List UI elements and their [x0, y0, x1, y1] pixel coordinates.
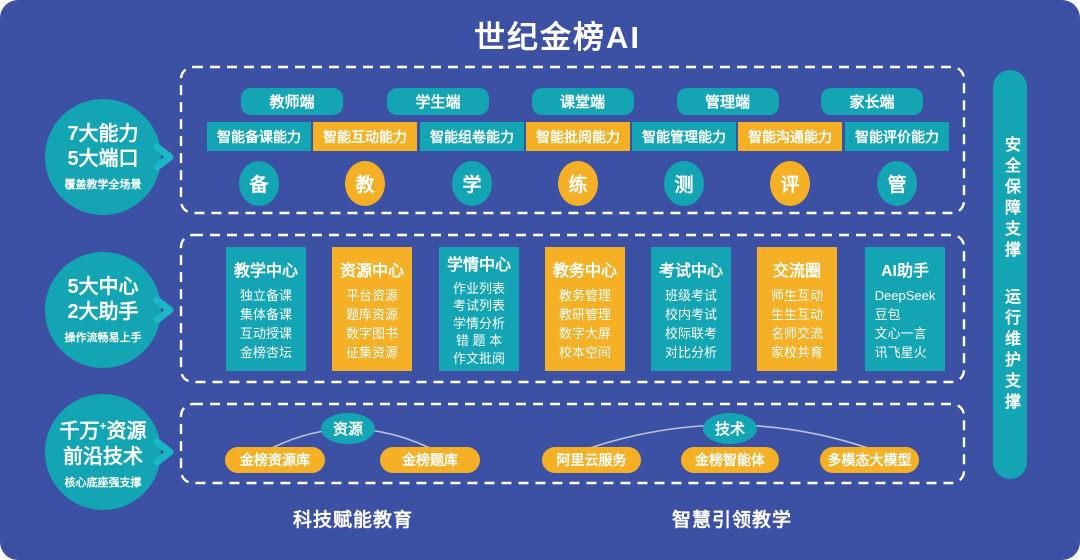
center-column-academic-affairs: 教务中心 教务管理 教研管理 数字大屏 校本空间 [545, 247, 625, 371]
column-title: 交流圈 [772, 262, 821, 280]
stage-circle-prepare: 备 [239, 161, 279, 206]
center-column-resource: 资源中心 平台资源 题库资源 数字图书 征集资源 [332, 247, 412, 371]
capability-box: 智能沟通能力 [738, 122, 842, 151]
badge-line2: 5大端口 [67, 148, 139, 170]
badge-line1: 千万+资源 [59, 419, 147, 443]
capability-box: 智能组卷能力 [420, 122, 524, 151]
foundation-node-resources: 资源 [321, 413, 375, 444]
foundation-node-technology: 技术 [703, 413, 757, 444]
column-title: 教务中心 [552, 262, 617, 280]
port-pill-classroom: 课堂端 [531, 88, 634, 115]
chevron-right-icon [153, 143, 174, 171]
column-items: 教务管理 教研管理 数字大屏 校本空间 [558, 287, 611, 360]
support-label-security: 安全保障支撑 [1002, 135, 1019, 262]
column-items: 班级考试 校内考试 校际联考 对比分析 [664, 287, 717, 360]
foundation-pill-resource-library: 金榜资源库 [225, 447, 325, 473]
capability-box: 智能备课能力 [207, 122, 311, 151]
foundation-pill-agent: 金榜智能体 [681, 447, 779, 473]
badge-5-centers: 5大中心 2大助手 操作流畅易上手 [45, 252, 161, 368]
stage-circle-learn: 学 [452, 161, 492, 206]
chevron-right-icon [153, 296, 174, 324]
capability-box: 智能管理能力 [632, 122, 736, 151]
stage-circle-test: 测 [664, 161, 704, 206]
badge-line2: 前沿技术 [63, 445, 143, 468]
center-column-ai-assistant: AI助手 DeepSeek 豆包 文心一言 讯飞星火 [865, 247, 945, 371]
column-items: 平台资源 题库资源 数字图书 征集资源 [345, 287, 398, 360]
badge-subtitle: 操作流畅易上手 [64, 332, 142, 344]
stage-circle-manage: 管 [877, 161, 917, 206]
center-column-exam: 考试中心 班级考试 校内考试 校际联考 对比分析 [651, 247, 731, 371]
column-title: 教学中心 [233, 262, 298, 280]
support-label-operations: 运行维护支撑 [1002, 287, 1019, 414]
capability-box: 智能批阅能力 [526, 122, 630, 151]
stage-circle-evaluate: 评 [770, 161, 810, 206]
badge-line1: 5大中心 [67, 276, 139, 298]
column-title: 考试中心 [658, 262, 723, 280]
chevron-right-icon [153, 438, 174, 466]
footer-slogan-right: 智慧引领教学 [671, 510, 792, 531]
port-pill-parent: 家长端 [821, 88, 923, 115]
center-column-learning-status: 学情中心 作业列表 考试列表 学情分析 错 题 本 作文批阅 [439, 247, 519, 371]
column-items: 师生互动 生生互动 名师交流 家校共育 [770, 287, 823, 360]
badge-7-abilities: 7大能力 5大端口 覆盖教学全场景 [45, 99, 161, 215]
port-pill-student: 学生端 [387, 88, 489, 115]
column-items: 独立备课 集体备课 互动授课 金榜杏坛 [239, 287, 292, 360]
support-bar: 安全保障支撑 运行维护支撑 [993, 70, 1027, 479]
capability-box: 智能互动能力 [313, 122, 417, 151]
column-title: 资源中心 [339, 262, 404, 280]
stage-circle-teach: 教 [345, 161, 385, 206]
badge-line1: 7大能力 [67, 123, 139, 145]
footer-slogan-left: 科技赋能教育 [292, 510, 413, 531]
foundation-pill-question-bank: 金榜题库 [380, 447, 480, 473]
center-column-community: 交流圈 师生互动 生生互动 名师交流 家校共育 [757, 247, 837, 371]
port-pill-admin: 管理端 [676, 88, 779, 115]
foundation-pill-aliyun: 阿里云服务 [542, 447, 641, 473]
page-title: 世纪金榜AI [474, 20, 641, 55]
column-title: AI助手 [880, 262, 929, 280]
badge-subtitle: 核心底座强支撑 [64, 476, 142, 489]
badge-line2: 2大助手 [67, 301, 139, 323]
column-title: 学情中心 [446, 256, 511, 274]
stage-circle-practice: 练 [558, 161, 598, 206]
foundation-pill-multimodal-llm: 多模态大模型 [820, 447, 919, 473]
badge-resources-tech: 千万+资源 前沿技术 核心底座强支撑 [45, 394, 161, 510]
column-items: DeepSeek 豆包 文心一言 讯飞星火 [874, 287, 936, 360]
column-items: 作业列表 考试列表 学情分析 错 题 本 作文批阅 [452, 280, 505, 366]
port-pill-teacher: 教师端 [241, 88, 343, 115]
capability-box: 智能评价能力 [845, 122, 949, 151]
support-bar-labels: 安全保障支撑 运行维护支撑 [998, 136, 1022, 414]
badge-subtitle: 覆盖教学全场景 [64, 179, 142, 191]
center-column-teaching: 教学中心 独立备课 集体备课 互动授课 金榜杏坛 [226, 247, 306, 371]
